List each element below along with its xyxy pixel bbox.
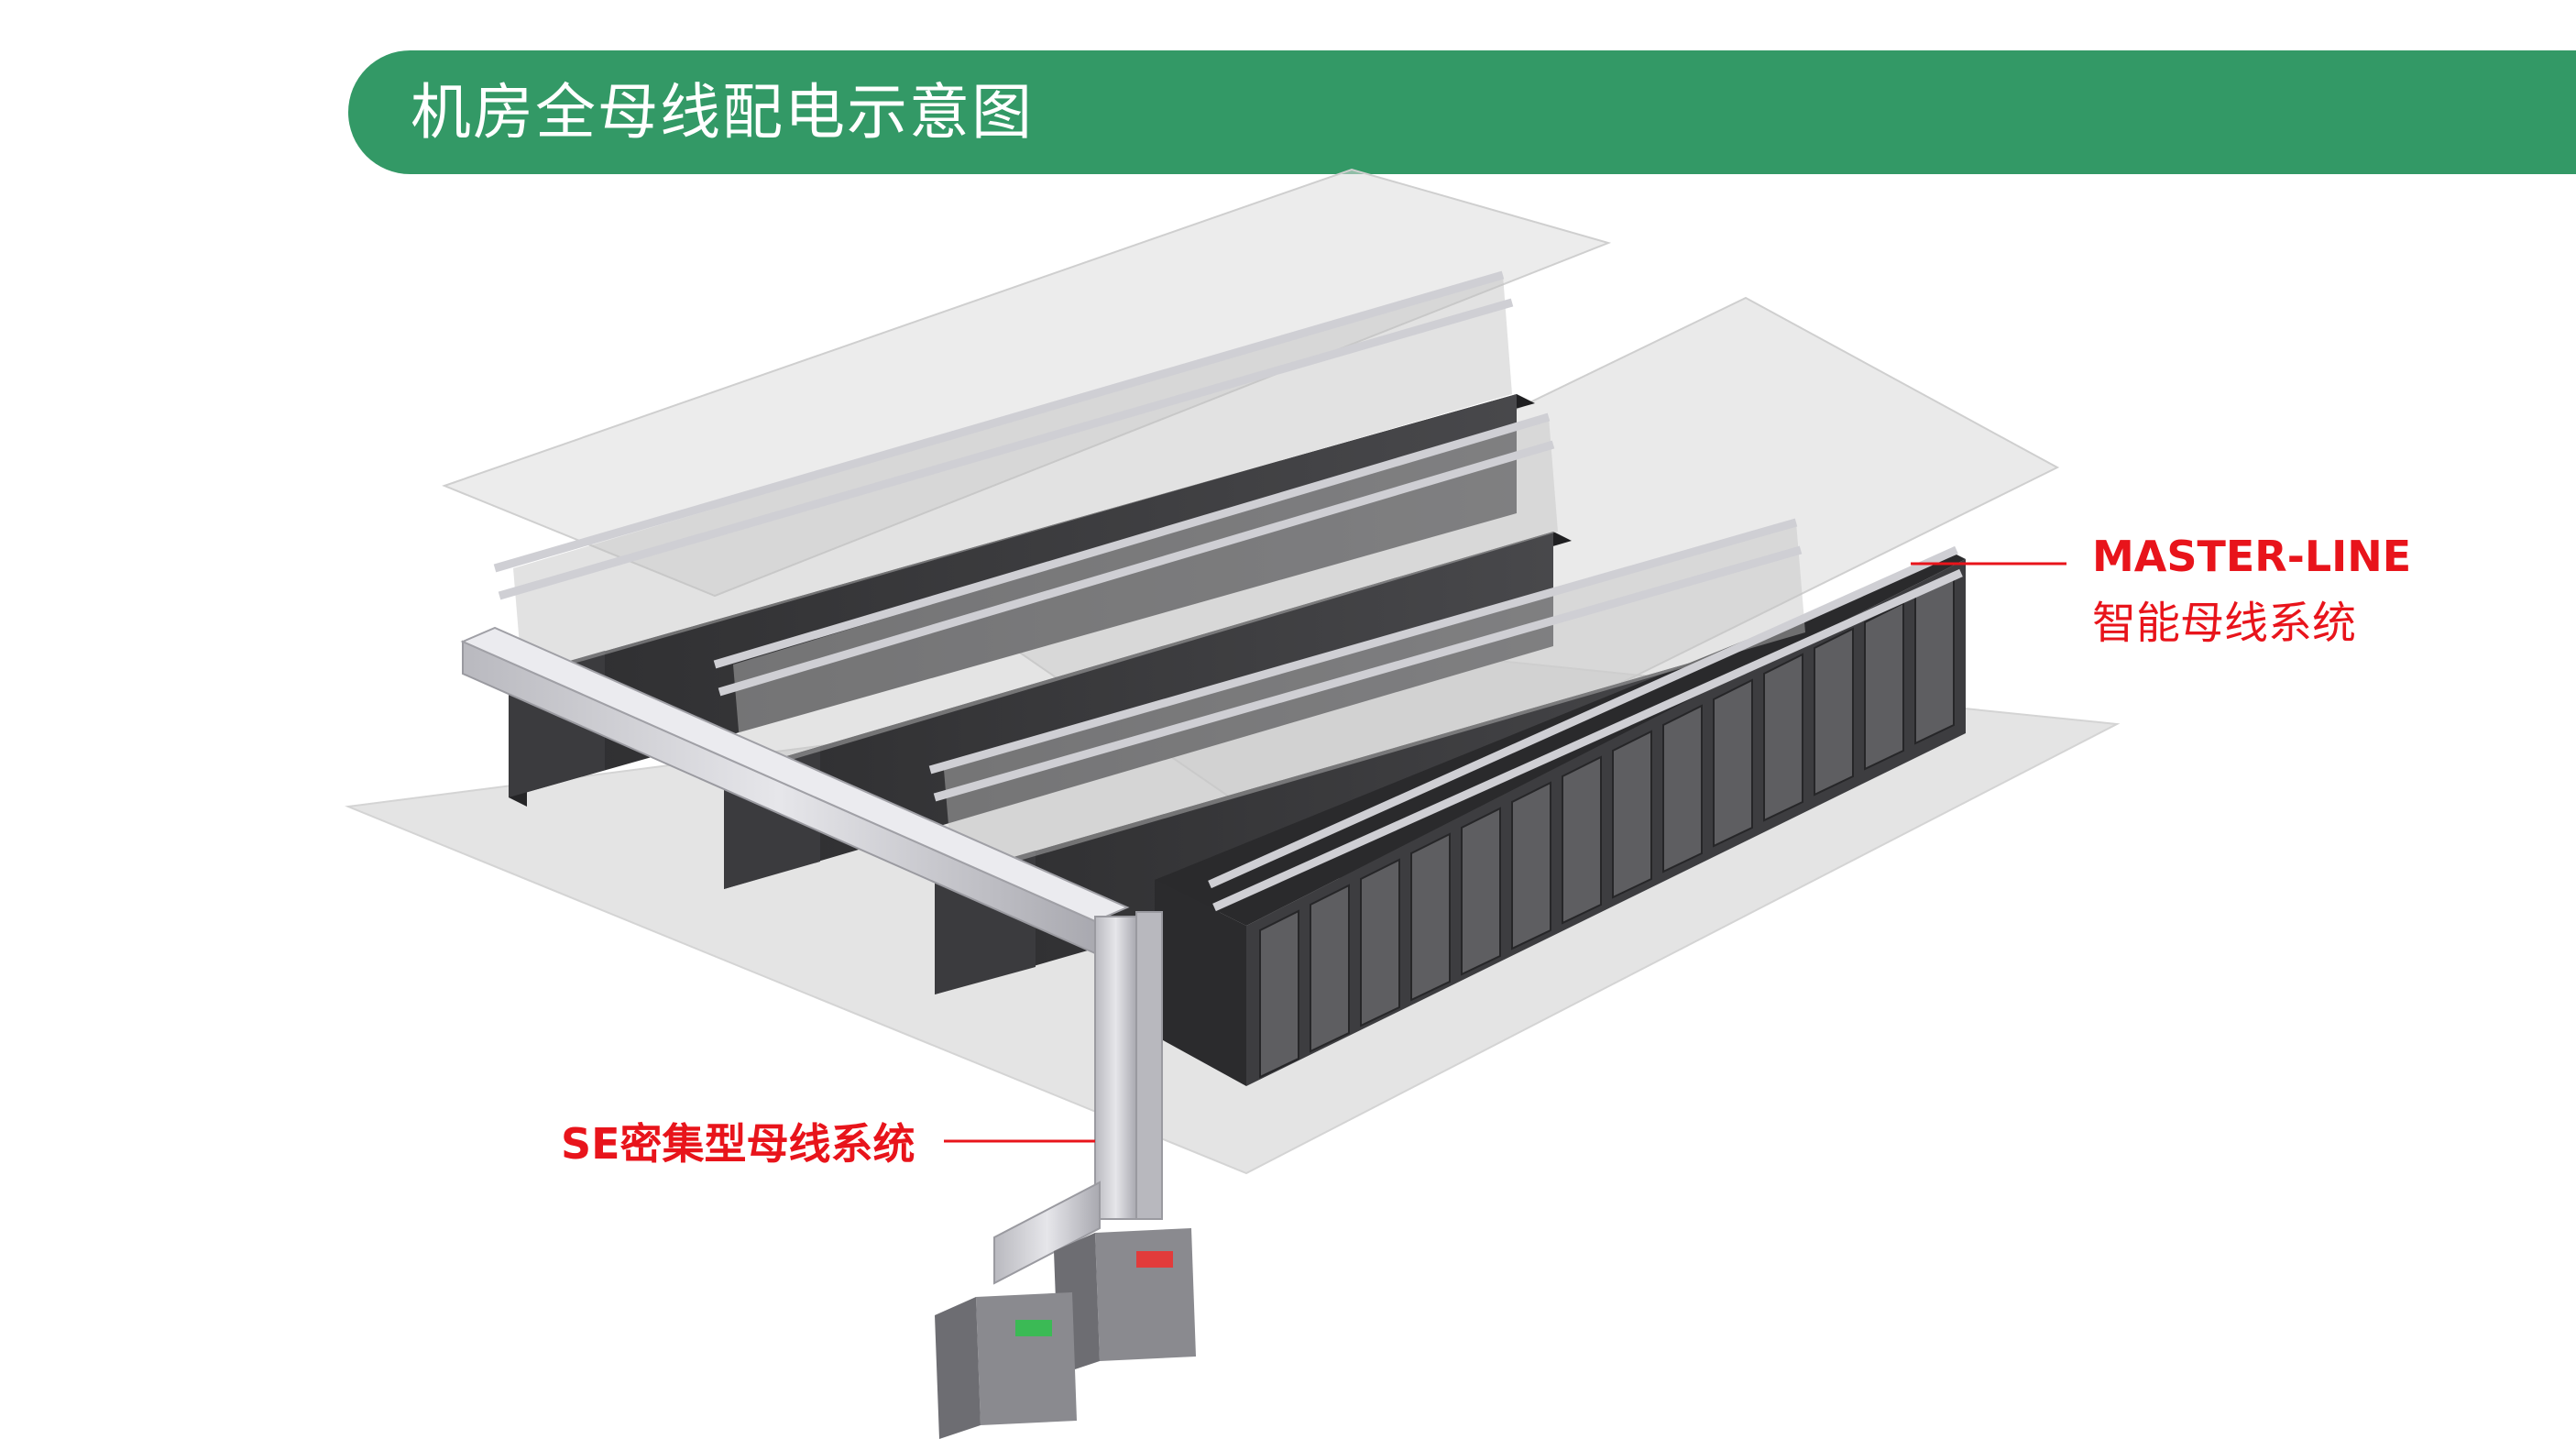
rack-door bbox=[1763, 653, 1803, 822]
callout-master-line-title: MASTER-LINE bbox=[2092, 532, 2412, 581]
page-title: 机房全母线配电示意图 bbox=[411, 77, 1034, 148]
rack-door bbox=[1410, 832, 1451, 1002]
busway-rail bbox=[1208, 545, 1958, 889]
rack-door bbox=[1612, 730, 1652, 899]
rack-door bbox=[1864, 601, 1904, 771]
rack-doors bbox=[1259, 576, 1955, 1079]
busway-rail bbox=[493, 270, 1505, 573]
rack-door bbox=[1310, 884, 1350, 1053]
power-cabinet-left bbox=[935, 1292, 1077, 1439]
rack-door bbox=[1511, 781, 1551, 950]
title-bar: 机房全母线配电示意图 bbox=[348, 50, 2576, 174]
rack-door bbox=[1713, 678, 1753, 848]
master-line-rails bbox=[493, 270, 1963, 912]
rack-door bbox=[1360, 858, 1400, 1027]
rack-door bbox=[1662, 704, 1703, 873]
busway-rail bbox=[498, 298, 1514, 600]
rack-door bbox=[1461, 807, 1501, 976]
busway-rail bbox=[1212, 568, 1963, 912]
rack-door bbox=[1562, 755, 1602, 925]
se-busway-vertical bbox=[993, 911, 1163, 1285]
callout-master-line-subtitle: 智能母线系统 bbox=[2092, 598, 2357, 649]
busway-rail bbox=[928, 518, 1798, 774]
rack-door bbox=[1259, 909, 1299, 1079]
busway-rail bbox=[933, 545, 1803, 802]
busway-rail bbox=[713, 412, 1551, 669]
busway-rail bbox=[718, 440, 1555, 697]
rack-door bbox=[1814, 627, 1854, 796]
callout-se-busway: SE密集型母线系统 bbox=[561, 1119, 915, 1169]
power-cabinet-right bbox=[1054, 1228, 1196, 1375]
rack-door bbox=[1914, 576, 1955, 745]
